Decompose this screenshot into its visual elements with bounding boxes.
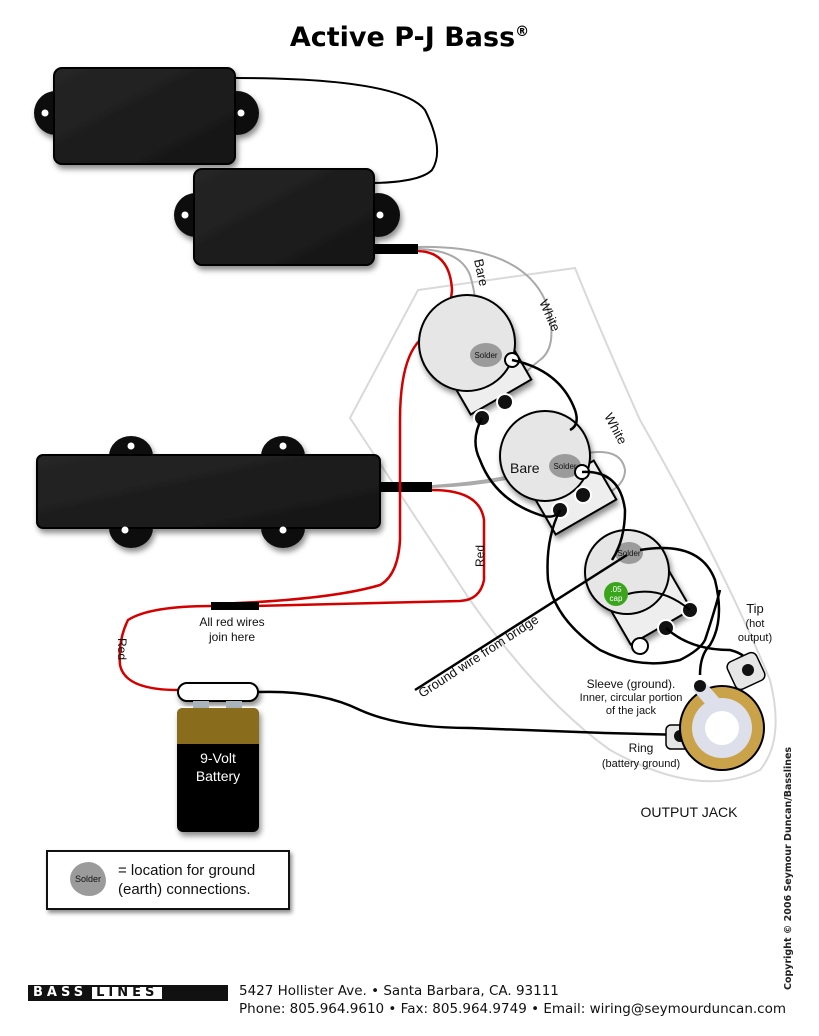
label-ground-wire: Ground wire from bridge	[415, 612, 541, 701]
hookup-wire-2	[474, 417, 562, 518]
pickguard-outline	[348, 266, 777, 783]
label-white-2: White	[601, 410, 630, 446]
copyright: Copyright © 2006 Seymour Duncan/Bassline…	[783, 746, 794, 990]
legend-solder-icon: Solder	[70, 862, 106, 896]
ground-wire-bridge	[414, 553, 628, 692]
j-pickup-cable	[380, 482, 432, 492]
label-white-1: White	[536, 297, 563, 333]
label-join-line1: All red wires	[199, 615, 264, 629]
label-sleeve-line1: Sleeve (ground).	[587, 677, 676, 691]
p-pickup-coil-2	[174, 168, 400, 266]
battery: 9-Volt Battery	[177, 682, 259, 832]
label-red-2: Red	[473, 545, 487, 567]
p-coil-link-wire	[234, 77, 439, 184]
label-red-1: Red	[115, 638, 129, 660]
label-tip-line2: (hot	[746, 618, 765, 630]
label-join-line2: join here	[208, 630, 255, 644]
red-wire-j	[214, 488, 486, 609]
pot-1: Solder	[418, 294, 533, 427]
j-pickup	[36, 436, 381, 548]
capacitor: .05 cap	[604, 582, 628, 606]
label-ring-line1: Ring	[629, 741, 654, 755]
red-wire-battery	[118, 604, 213, 692]
address-line: 5427 Hollister Ave. • Santa Barbara, CA.…	[239, 983, 559, 999]
cap-wire	[627, 590, 691, 611]
footer: BASS LINES 5427 Hollister Ave. • Santa B…	[0, 982, 819, 1022]
p-pickup-coil-1	[34, 67, 259, 165]
output-jack-label: OUTPUT JACK	[641, 804, 739, 820]
legend-line2: (earth) connections.	[118, 881, 251, 898]
contact-line: Phone: 805.964.9610 • Fax: 805.964.9749 …	[239, 1001, 787, 1017]
cap-value: .05	[610, 585, 622, 594]
diagram-title: Active P-J Bass®	[0, 22, 819, 53]
label-sleeve-line2: Inner, circular portion	[580, 692, 683, 704]
battery-label-line1: 9-Volt	[200, 750, 236, 766]
solder-point-3: Solder	[617, 549, 640, 558]
legend-text: = location for ground (earth) connection…	[118, 861, 255, 899]
title-text: Active P-J Bass	[289, 22, 516, 53]
battery-ground-wire	[257, 690, 686, 737]
hookup-wire-1	[511, 358, 578, 432]
solder-point-1: Solder	[474, 351, 497, 360]
pot-3: Solder .05 cap	[584, 529, 699, 655]
red-wire-p	[214, 249, 454, 606]
white-wire-j	[431, 451, 627, 501]
hookup-wire-3	[581, 470, 627, 561]
registered-mark: ®	[515, 24, 530, 40]
label-tip-line1: Tip	[746, 601, 764, 616]
battery-label-line2: Battery	[196, 768, 240, 784]
hookup-wire-4	[546, 509, 722, 665]
label-sleeve-line3: of the jack	[606, 705, 657, 717]
cap-text: cap	[610, 594, 623, 603]
solder-point-2: Solder	[553, 462, 576, 471]
label-tip-line3: output)	[738, 632, 772, 644]
p-pickup-cable	[374, 244, 418, 254]
contact-info: 5427 Hollister Ave. • Santa Barbara, CA.…	[239, 982, 786, 1018]
logo-part1: BASS	[29, 986, 92, 1000]
label-bare-2: Bare	[510, 460, 540, 476]
hookup-wire-5	[639, 546, 721, 676]
legend-line1: = location for ground	[118, 862, 256, 879]
label-bare-1: Bare	[471, 258, 491, 288]
pot-2: Solder	[499, 410, 618, 536]
solder-legend: Solder = location for ground (earth) con…	[46, 850, 290, 910]
basslines-logo: BASS LINES	[28, 985, 228, 1001]
output-jack	[665, 651, 766, 771]
label-ring-line2: (battery ground)	[602, 758, 680, 770]
red-wire-joint	[211, 602, 259, 610]
logo-part2: LINES	[92, 986, 163, 999]
